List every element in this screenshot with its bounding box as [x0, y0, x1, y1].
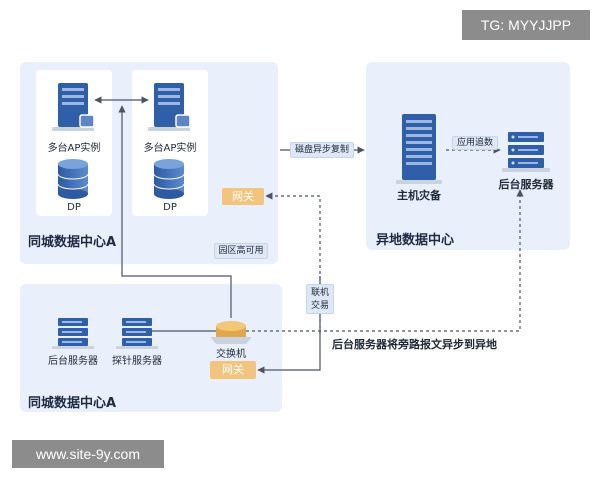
watermark-bottom: www.site-9y.com — [12, 440, 164, 468]
remote-datacenter — [366, 62, 570, 250]
backend-server-local-label: 后台服务器 — [48, 356, 98, 367]
database-icon-1 — [57, 159, 89, 199]
online-transaction-line1: 联机 — [310, 288, 329, 298]
same-city-datacenter-bottom-title: 同城数据中心A — [28, 396, 117, 411]
remote-datacenter-title: 异地数据中心 — [376, 233, 455, 248]
mainframe-backup-label: 主机灾备 — [397, 189, 441, 202]
probe-server-icon — [116, 318, 158, 349]
ap-server-icon-2 — [148, 83, 191, 131]
backend-server-remote-label: 后台服务器 — [498, 178, 554, 191]
database-icon-2 — [153, 159, 185, 199]
ap-server-icon-1 — [52, 83, 95, 131]
app-tracking-tag: 应用追数 — [452, 136, 498, 150]
same-city-datacenter-top-title: 同城数据中心A — [28, 235, 117, 250]
ap-instance-2-label: 多台AP实例 — [143, 143, 197, 154]
gateway-bottom: 网关 — [210, 361, 256, 379]
campus-high-availability-tag: 园区高可用 — [214, 243, 268, 259]
backend-server-local-icon — [52, 318, 94, 349]
backend-server-remote-icon — [502, 132, 550, 172]
probe-server-label: 探针服务器 — [112, 356, 162, 367]
mainframe-backup-icon — [396, 114, 442, 184]
online-transaction-line2: 交易 — [310, 301, 329, 311]
online-transaction-tag: 联机 交易 — [306, 284, 334, 314]
bypass-note: 后台服务器将旁路报文异步到异地 — [332, 338, 497, 351]
disk-async-replication-tag: 磁盘异步复制 — [290, 142, 354, 158]
ap-instance-1-label: 多台AP实例 — [47, 143, 101, 154]
gateway-top: 网关 — [222, 188, 264, 205]
switch-icon — [210, 321, 252, 344]
watermark-top: TG: MYYJJPP — [462, 10, 590, 40]
dp-1-label: DP — [67, 202, 81, 213]
dp-2-label: DP — [163, 202, 177, 213]
switch-label: 交换机 — [216, 349, 246, 360]
